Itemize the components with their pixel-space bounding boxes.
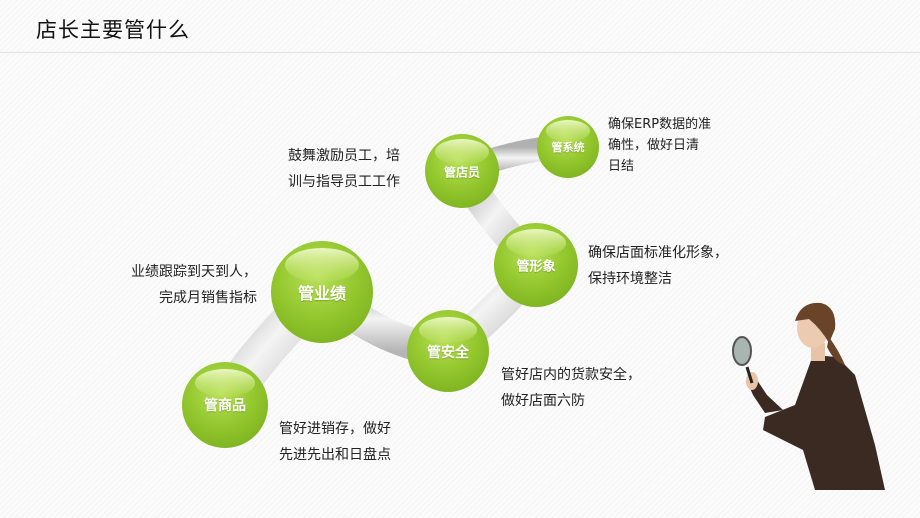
desc-system: 确保ERP数据的准 确性，做好日清 日结 bbox=[608, 114, 711, 177]
magnifying-glass-icon bbox=[732, 336, 752, 366]
desc-security: 管好店内的货款安全， 做好店面六防 bbox=[501, 362, 641, 414]
ball-security bbox=[407, 310, 489, 392]
desc-line: 先进先出和日盘点 bbox=[279, 447, 391, 463]
magnifier-handle bbox=[745, 366, 754, 384]
desc-performance: 业绩跟踪到天到人， 完成月销售指标 bbox=[131, 259, 257, 311]
desc-staff: 鼓舞激励员工，培 训与指导员工工作 bbox=[288, 143, 400, 195]
desc-line: 保持环境整洁 bbox=[588, 271, 672, 287]
ball-system bbox=[537, 116, 599, 178]
desc-line: 管好进销存，做好 bbox=[279, 421, 391, 437]
ball-image bbox=[494, 223, 578, 307]
page-title: 店长主要管什么 bbox=[36, 18, 190, 42]
desc-line: 日结 bbox=[608, 159, 635, 174]
node-label-system: 管系统 bbox=[551, 141, 585, 154]
ball-staff bbox=[425, 134, 499, 208]
desc-line: 确保店面标准化形象， bbox=[588, 245, 728, 261]
slide-header: 店长主要管什么 bbox=[0, 0, 920, 53]
desc-line: 业绩跟踪到天到人， bbox=[131, 264, 257, 280]
woman-with-magnifier-illustration bbox=[732, 302, 885, 490]
desc-line: 管好店内的货款安全， bbox=[501, 367, 641, 383]
ponytail bbox=[827, 337, 845, 365]
desc-line: 鼓舞激励员工，培 bbox=[288, 148, 400, 164]
ball-performance bbox=[271, 241, 373, 343]
desc-line: 确性，做好日清 bbox=[608, 138, 700, 153]
suit-body bbox=[763, 355, 885, 490]
desc-line: 完成月销售指标 bbox=[159, 290, 257, 306]
hair bbox=[795, 302, 836, 343]
node-label-staff: 管店员 bbox=[443, 165, 481, 180]
node-label-goods: 管商品 bbox=[204, 398, 246, 414]
desc-line: 做好店面六防 bbox=[501, 393, 585, 409]
desc-line: 训与指导员工工作 bbox=[288, 174, 400, 190]
desc-image: 确保店面标准化形象， 保持环境整洁 bbox=[588, 240, 728, 292]
node-label-performance: 管业绩 bbox=[297, 284, 347, 303]
desc-line: 确保ERP数据的准 bbox=[608, 117, 712, 132]
ball-goods bbox=[182, 362, 268, 448]
node-label-security: 管安全 bbox=[427, 345, 469, 361]
node-label-image: 管形象 bbox=[516, 259, 556, 275]
desc-goods: 管好进销存，做好 先进先出和日盘点 bbox=[279, 416, 391, 468]
